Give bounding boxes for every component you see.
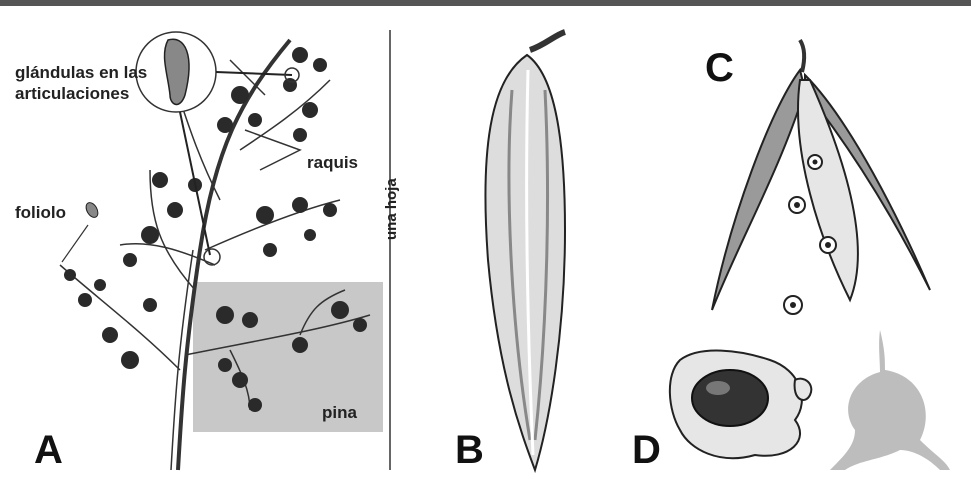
pod-b — [485, 32, 565, 470]
seed-d — [670, 330, 950, 470]
label-raquis: raquis — [307, 152, 358, 173]
label-pina: pina — [322, 402, 357, 423]
panel-label-b: B — [455, 430, 484, 470]
panel-label-a: A — [34, 430, 63, 470]
label-glandulas: glándulas en las articulaciones — [15, 62, 165, 104]
panel-label-d: D — [632, 430, 661, 470]
panel-label-c: C — [705, 48, 734, 88]
open-pod-c — [712, 40, 930, 314]
label-foliolo: foliolo — [15, 202, 66, 223]
label-una-hoja: una hoja — [383, 178, 400, 240]
seedling-silhouette — [830, 330, 950, 470]
